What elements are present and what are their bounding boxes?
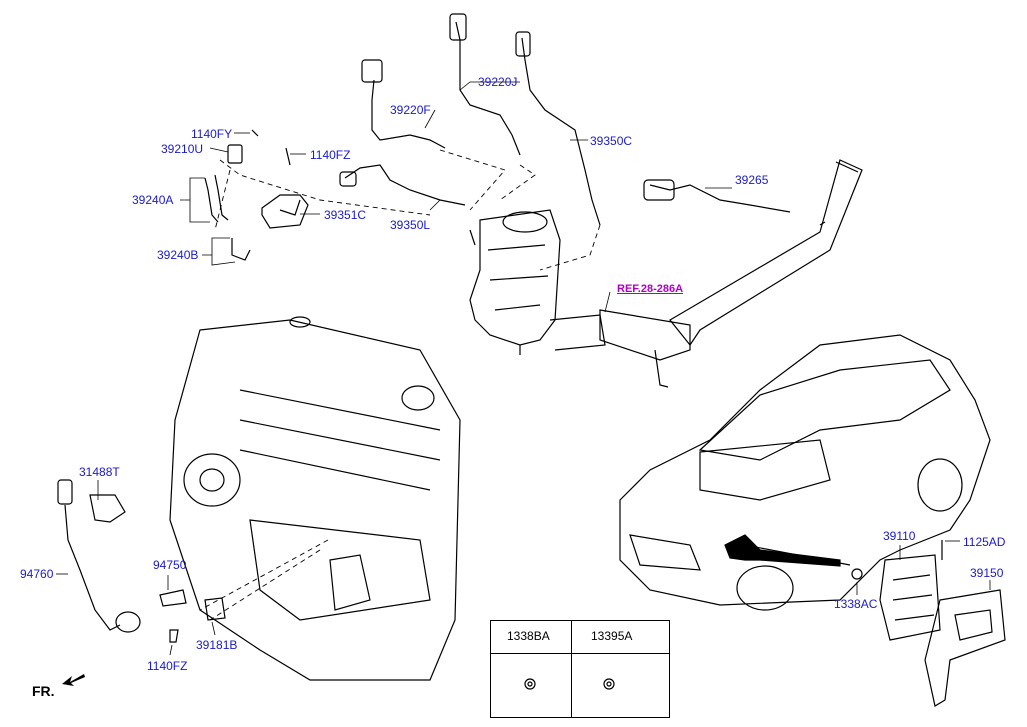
sensor-wires (339, 13, 826, 226)
label-1140FZ-bottom[interactable]: 1140FZ (147, 659, 188, 673)
label-94760[interactable]: 94760 (20, 567, 54, 581)
leader-lines (199, 149, 601, 621)
ref-link[interactable]: REF.28-286A (617, 283, 684, 295)
label-31488T[interactable]: 31488T (79, 465, 120, 479)
label-39240A[interactable]: 39240A (132, 193, 174, 207)
label-1338AC[interactable]: 1338AC (834, 597, 878, 611)
front-direction-arrow-icon (62, 674, 85, 686)
front-direction-label: FR. (32, 683, 55, 699)
knock-sensor-parts (57, 479, 226, 643)
label-39265[interactable]: 39265 (735, 173, 769, 187)
ecu-location-arrow (724, 534, 841, 567)
label-1140FY[interactable]: 1140FY (191, 127, 233, 141)
table-header (491, 621, 669, 654)
bracket-parts (204, 129, 309, 261)
exhaust-pipe (599, 159, 863, 388)
label-39350C[interactable]: 39350C (590, 134, 633, 148)
ecu-module (851, 540, 1006, 707)
label-39110[interactable]: 39110 (883, 529, 916, 543)
label-1140FZ-top[interactable]: 1140FZ (310, 148, 351, 162)
label-39240B[interactable]: 39240B (157, 248, 199, 262)
label-39220F[interactable]: 39220F (390, 103, 431, 117)
label-39220J[interactable]: 39220J (478, 75, 518, 89)
label-leaders (56, 81, 991, 656)
table-col2-label[interactable]: 13395A (591, 629, 633, 643)
hardware-table: 1338BA 13395A (490, 620, 670, 718)
vehicle-outline (619, 334, 991, 611)
table-divider (571, 621, 572, 717)
engine-block (169, 316, 461, 681)
catalytic-converter (469, 209, 606, 355)
label-39351C[interactable]: 39351C (324, 208, 367, 222)
label-1125AD[interactable]: 1125AD (963, 535, 1006, 549)
table-col1-label[interactable]: 1338BA (507, 629, 550, 643)
label-39350L[interactable]: 39350L (390, 218, 431, 232)
label-39210U[interactable]: 39210U (161, 142, 204, 156)
label-39181B[interactable]: 39181B (196, 638, 238, 652)
nut-icons (524, 678, 615, 690)
label-39150[interactable]: 39150 (970, 566, 1004, 580)
label-94750[interactable]: 94750 (153, 558, 187, 572)
